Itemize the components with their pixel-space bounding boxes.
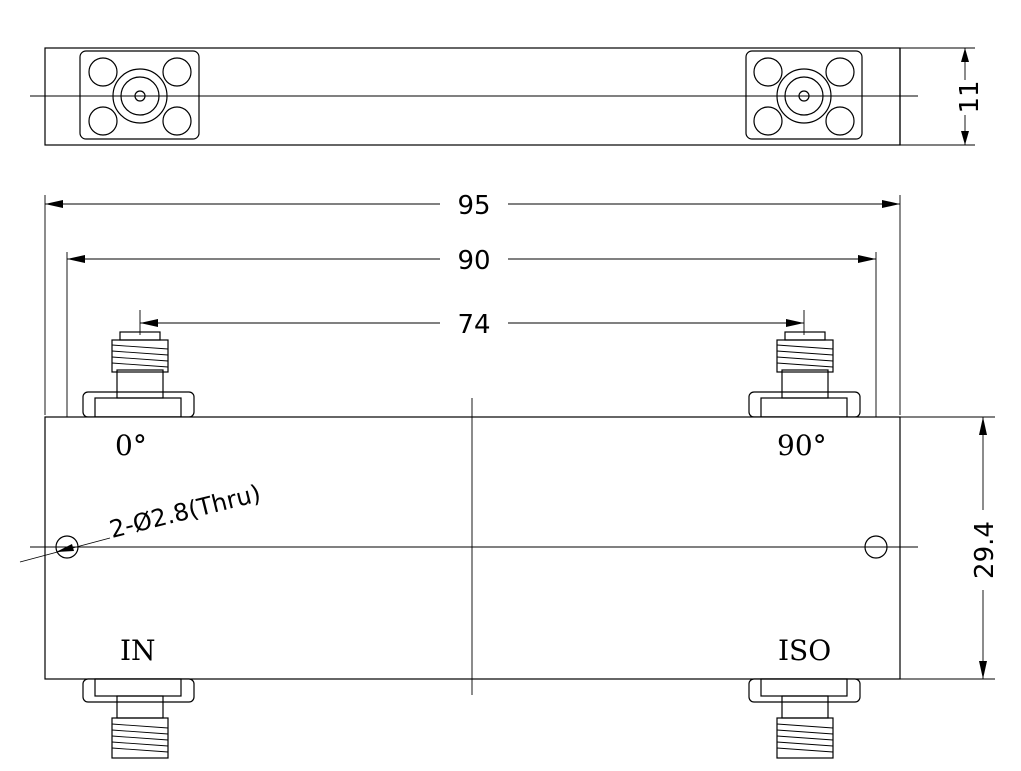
mounting-hole-left (55, 535, 79, 559)
port-label-iso: ISO (778, 634, 831, 667)
connector-bottom-left (82, 678, 195, 759)
dim-hole-spacing-label: 90 (457, 246, 490, 276)
connector-top-right (748, 331, 861, 418)
connector-bottom-right (748, 678, 861, 759)
port-label-90: 90° (777, 429, 827, 462)
connector-top-left (82, 331, 195, 418)
top-view: 11 (30, 47, 985, 146)
dim-connector-spacing: 74 (139, 310, 805, 340)
top-view-body (44, 47, 901, 146)
dim-overall-length-label: 95 (457, 191, 490, 221)
top-right-connector (745, 50, 863, 140)
port-label-0: 0° (115, 429, 147, 462)
mounting-hole-right (864, 535, 888, 559)
top-left-connector (79, 50, 200, 140)
main-view: 2-Ø2.8(Thru) 0° 90° IN ISO (19, 331, 1000, 759)
port-label-in: IN (120, 634, 156, 667)
dim-height: 29.4 (900, 416, 1000, 680)
dim-connector-spacing-label: 74 (457, 310, 490, 340)
dim-thickness-label: 11 (955, 80, 985, 113)
main-body (44, 416, 901, 680)
dim-overall-length: 95 (44, 191, 901, 415)
dim-hole-spacing: 90 (66, 246, 877, 545)
dim-height-label: 29.4 (970, 521, 1000, 579)
dim-thickness: 11 (900, 47, 985, 146)
